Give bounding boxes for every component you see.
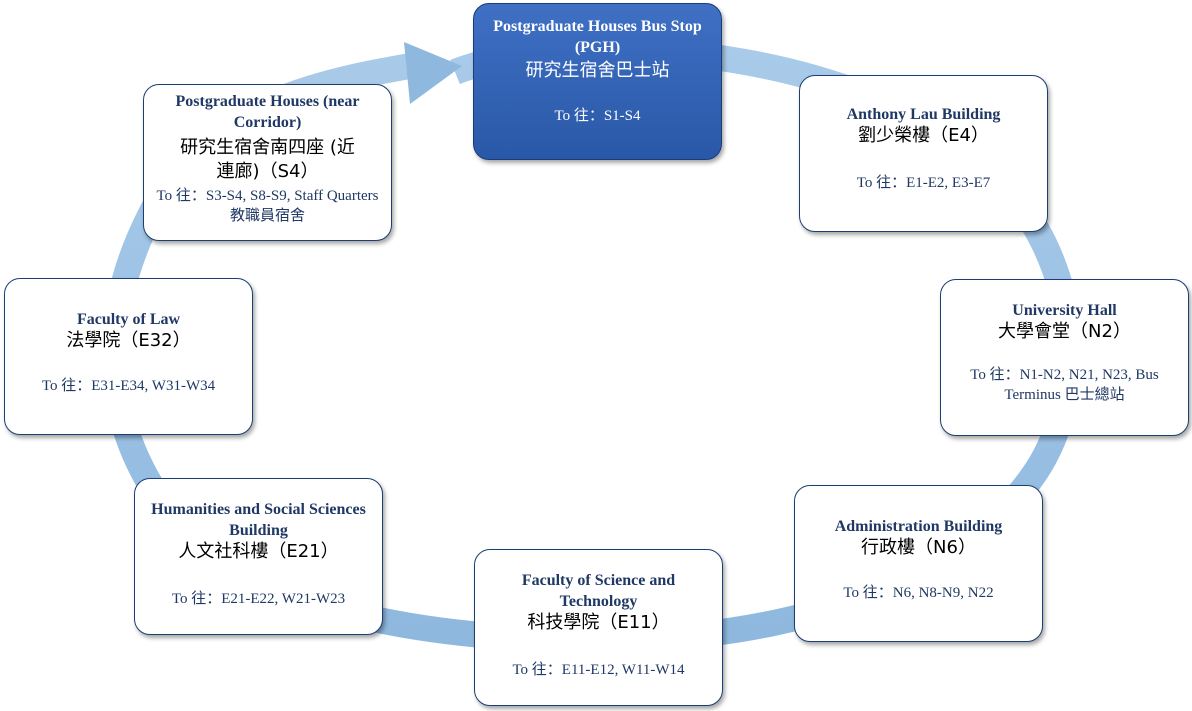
stop-e21-title-cn: 人文社科樓（E21） <box>178 541 339 562</box>
stop-n6[interactable]: Administration Building 行政樓（N6） To 往：N6,… <box>794 485 1043 642</box>
stop-e21[interactable]: Humanities and Social Sciences Building … <box>134 478 383 635</box>
stop-n6-destinations: To 往：N6, N8-N9, N22 <box>843 585 994 601</box>
stop-e32-destinations: To 往：E31-E34, W31-W34 <box>41 378 216 394</box>
stop-e32[interactable]: Faculty of Law 法學院（E32） To 往：E31-E34, W3… <box>4 278 253 435</box>
stop-n2-title: University Hall <box>1012 302 1117 319</box>
stop-e11-title: Faculty of Science and Technology <box>521 572 676 610</box>
stop-s4-title-cn: 研究生宿舍南四座 (近連廊)（S4） <box>180 137 355 182</box>
stop-e11[interactable]: Faculty of Science and Technology 科技學院（E… <box>474 549 723 706</box>
stop-s4-title: Postgraduate Houses (near Corridor) <box>175 93 360 131</box>
direction-arrow-head <box>404 42 462 104</box>
stop-pgh[interactable]: Postgraduate Houses Bus Stop (PGH) 研究生宿舍… <box>473 3 722 160</box>
stop-e4[interactable]: Anthony Lau Building 劉少榮樓（E4） To 往：E1-E2… <box>799 75 1048 232</box>
stop-e4-title: Anthony Lau Building <box>846 106 1001 123</box>
stop-e21-title: Humanities and Social Sciences Building <box>151 501 366 539</box>
stop-pgh-destinations: To 往：S1-S4 <box>554 108 641 124</box>
stop-n2[interactable]: University Hall 大學會堂（N2） To 往：N1-N2, N21… <box>940 279 1189 436</box>
stop-s4-destinations: To 往：S3-S4, S8-S9, Staff Quarters 教職員宿舍 <box>156 188 379 224</box>
stop-n2-destinations: To 往：N1-N2, N21, N23, Bus Terminus 巴士總站 <box>970 367 1159 403</box>
stop-e32-title-cn: 法學院（E32） <box>66 330 191 351</box>
stop-n6-title-cn: 行政樓（N6） <box>861 537 976 558</box>
stop-e21-destinations: To 往：E21-E22, W21-W23 <box>171 591 346 607</box>
stop-e4-destinations: To 往：E1-E2, E3-E7 <box>856 175 991 191</box>
stop-pgh-title-cn: 研究生宿舍巴士站 <box>525 60 670 81</box>
stop-n2-title-cn: 大學會堂（N2） <box>998 321 1131 342</box>
stop-e11-destinations: To 往：E11-E12, W11-W14 <box>512 662 685 678</box>
stop-e4-title-cn: 劉少榮樓（E4） <box>858 125 989 146</box>
stop-pgh-title: Postgraduate Houses Bus Stop (PGH) <box>493 18 702 56</box>
stop-n6-title: Administration Building <box>834 518 1003 535</box>
stop-s4[interactable]: Postgraduate Houses (near Corridor) 研究生宿… <box>143 84 392 241</box>
stop-e11-title-cn: 科技學院（E11） <box>527 612 670 633</box>
stop-e32-title: Faculty of Law <box>76 311 181 328</box>
